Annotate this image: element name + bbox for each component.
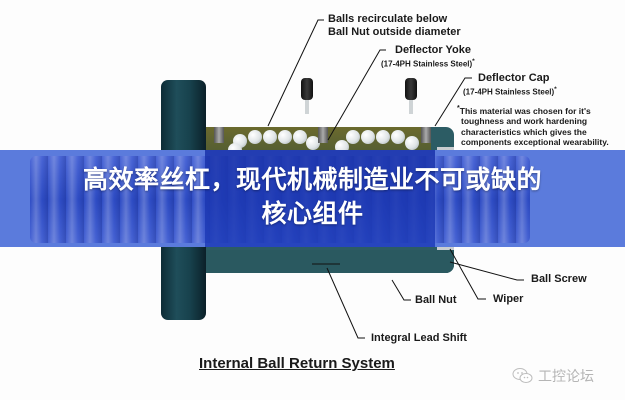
label-ball-screw: Ball Screw <box>531 273 587 285</box>
ball <box>293 130 307 144</box>
headline-line-2: 核心组件 <box>261 199 364 228</box>
note-line: This material was chosen for it's <box>459 105 591 116</box>
label-deflector-cap-material: (17-4PH Stainless Steel)* <box>463 85 557 98</box>
label-deflector-yoke: Deflector Yoke <box>395 44 472 56</box>
deflector-yoke-pin <box>301 78 313 114</box>
bolt <box>318 127 328 143</box>
headline-banner: 高效率丝杠，现代机械制造业不可或缺的 核心组件 <box>0 150 625 247</box>
diagram-title: Internal Ball Return System <box>199 355 395 372</box>
ball <box>278 130 292 144</box>
watermark: 工控论坛 <box>512 366 594 386</box>
label-integral-lead-shift: Integral Lead Shift <box>371 332 467 344</box>
label-ball-nut: Ball Nut <box>415 294 457 306</box>
label-wiper: Wiper <box>493 293 524 305</box>
note-line: toughness and work hardening <box>461 116 588 127</box>
asterisk: * <box>472 58 475 65</box>
material-text: (17-4PH Stainless Steel) <box>381 59 473 69</box>
nut-bottom <box>206 250 454 273</box>
label-deflector-cap: Deflector Cap <box>478 72 550 84</box>
ball <box>306 136 320 150</box>
headline-title: 高效率丝杠，现代机械制造业不可或缺的 核心组件 <box>0 163 625 231</box>
ball <box>391 130 405 144</box>
material-text: (17-4PH Stainless Steel) <box>463 87 555 97</box>
label-deflector-yoke-material: (17-4PH Stainless Steel)* <box>381 57 475 70</box>
ball-nut-overlay <box>205 150 435 247</box>
ball <box>361 130 375 144</box>
ball <box>248 130 262 144</box>
label-balls-recirculate: Balls recirculate below Ball Nut outside… <box>328 13 461 39</box>
label-line: Ball Nut outside diameter <box>328 26 461 38</box>
ball <box>376 130 390 144</box>
headline-line-1: 高效率丝杠，现代机械制造业不可或缺的 <box>82 165 542 194</box>
note-line: characteristics which gives the <box>461 126 587 137</box>
label-line: Balls recirculate below <box>328 13 448 25</box>
asterisk: * <box>457 104 460 112</box>
asterisk: * <box>554 86 557 93</box>
bolt <box>421 127 431 143</box>
ball <box>346 130 360 144</box>
wechat-icon <box>512 368 533 383</box>
ball <box>263 130 277 144</box>
note-line: components exceptional wearability. <box>461 137 609 148</box>
bolt <box>214 127 224 143</box>
watermark-text: 工控论坛 <box>538 369 594 385</box>
deflector-cap-pin <box>405 78 417 114</box>
ball <box>405 136 419 150</box>
material-note: *This material was chosen for it's tough… <box>457 103 609 148</box>
